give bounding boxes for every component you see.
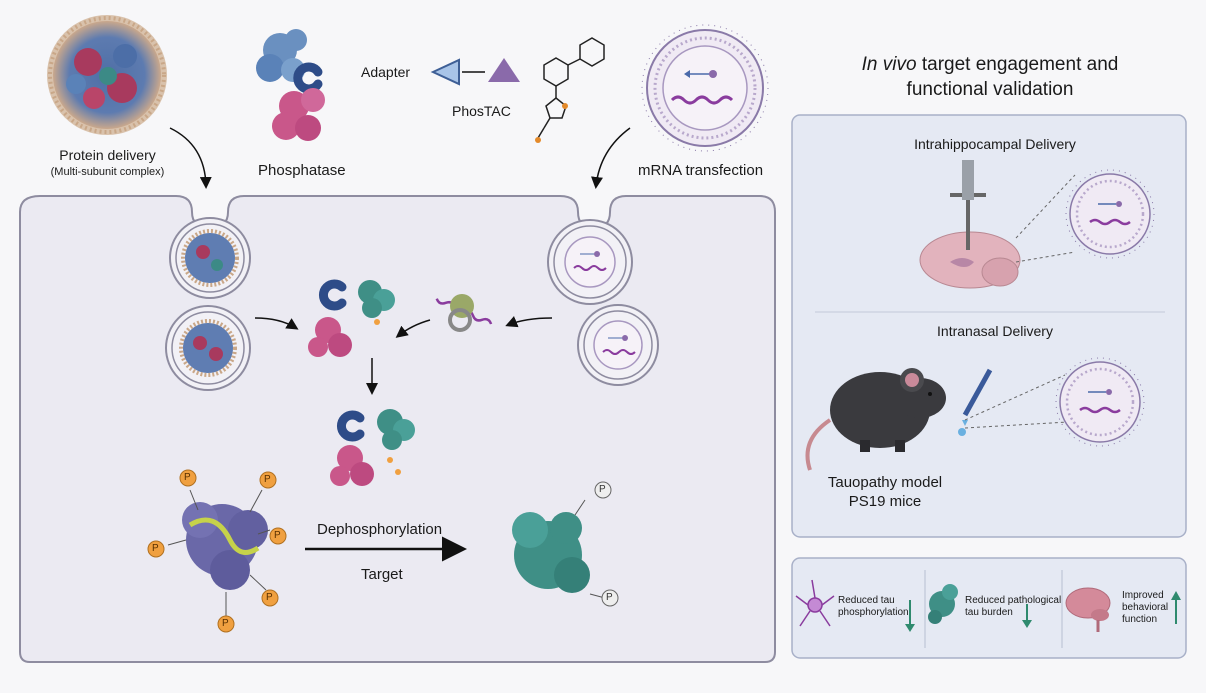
phosphatase-adapter-icon [256,29,325,141]
phospho-label: P [222,618,229,629]
phospho-label: P [152,543,159,554]
pipette-icon [958,368,993,436]
adapter-label: Adapter [361,64,411,80]
phospho-label: P [274,530,281,541]
protein-delivery-label: Protein delivery [59,147,156,163]
mouse-icon [805,368,946,471]
adapter-triangle-icon [430,58,460,86]
endosome-left-bottom [165,305,251,391]
model-label-line2: PS19 mice [848,493,922,510]
outcomes-panel [791,557,1187,659]
phosphorylated-tau-icon [147,469,287,633]
mrna-lnp-inset-2 [964,357,1145,447]
mrna-lnp-icon [641,24,769,152]
phospho-label: P [184,472,191,483]
ternary-complex-2 [330,409,415,486]
chemical-structure-icon [537,37,605,139]
brain-injection-icon [919,160,1076,289]
model-label-line1: Tauopathy model [827,474,943,491]
protein-aggregate-icon [928,584,958,624]
phospho-label: P [266,592,273,603]
brain-icon [1065,587,1111,632]
phospho-label: P [606,592,613,603]
endosome-left-top [169,217,251,299]
mrna-lnp-inset-1 [1065,169,1155,259]
ribosome-translation-icon [435,294,493,332]
phostac-triangle-icon [488,58,520,82]
mrna-transfection-label: mRNA transfection [638,162,764,179]
neuron-icon [795,579,835,627]
target-label: Target [361,566,403,583]
intranasal-label: Intranasal Delivery [937,323,1053,339]
endosome-right-top [547,219,633,305]
dephosphorylation-label: Dephosphorylation [317,521,443,538]
phospho-label: P [599,484,606,495]
intrahippocampal-label: Intrahippocampal Delivery [914,136,1076,152]
phospho-label: P [264,474,271,485]
ternary-complex-1 [308,279,395,357]
protein-delivery-sublabel: (Multi-subunit complex) [50,166,165,178]
dephosphorylated-tau-icon [512,481,619,607]
protein-lnp-icon [47,15,167,135]
endosome-right-bottom [577,304,659,386]
in-vivo-title: In vivo target engagement and functional… [861,54,1119,100]
phostac-label: PhosTAC [452,103,511,119]
phosphatase-label: Phosphatase [258,162,346,179]
